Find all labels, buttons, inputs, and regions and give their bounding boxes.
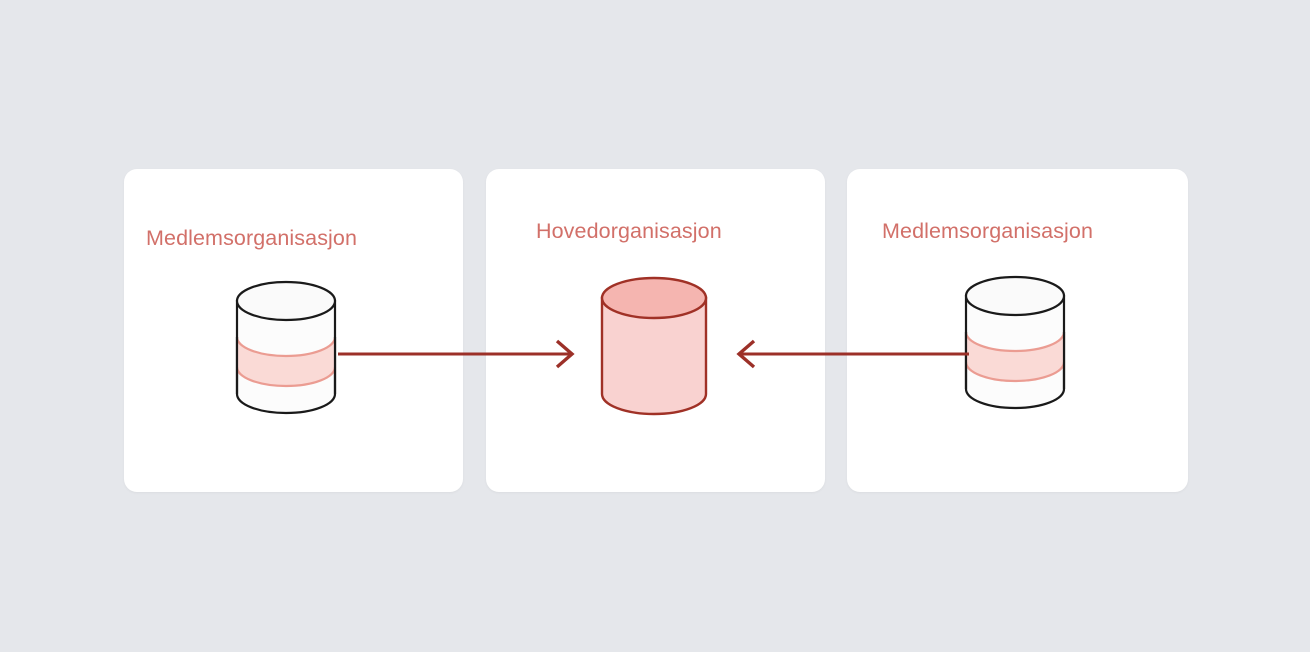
card-member-organisation-right[interactable]: Medlemsorganisasjon <box>847 169 1188 492</box>
flow-arrow-right-to-main <box>736 339 969 369</box>
card-title-main: Hovedorganisasjon <box>536 219 722 243</box>
card-title-member-left: Medlemsorganisasjon <box>146 226 358 250</box>
card-title-member-right: Medlemsorganisasjon <box>882 219 1094 243</box>
card-main-organisation[interactable]: Hovedorganisasjon <box>486 169 825 492</box>
flow-arrow-left-to-main <box>338 339 575 369</box>
database-cylinder-icon-right <box>964 275 1066 410</box>
database-cylinder-icon-left <box>235 280 337 415</box>
database-cylinder-icon-main <box>600 276 708 416</box>
card-member-organisation-left[interactable]: Medlemsorganisasjon <box>124 169 463 492</box>
